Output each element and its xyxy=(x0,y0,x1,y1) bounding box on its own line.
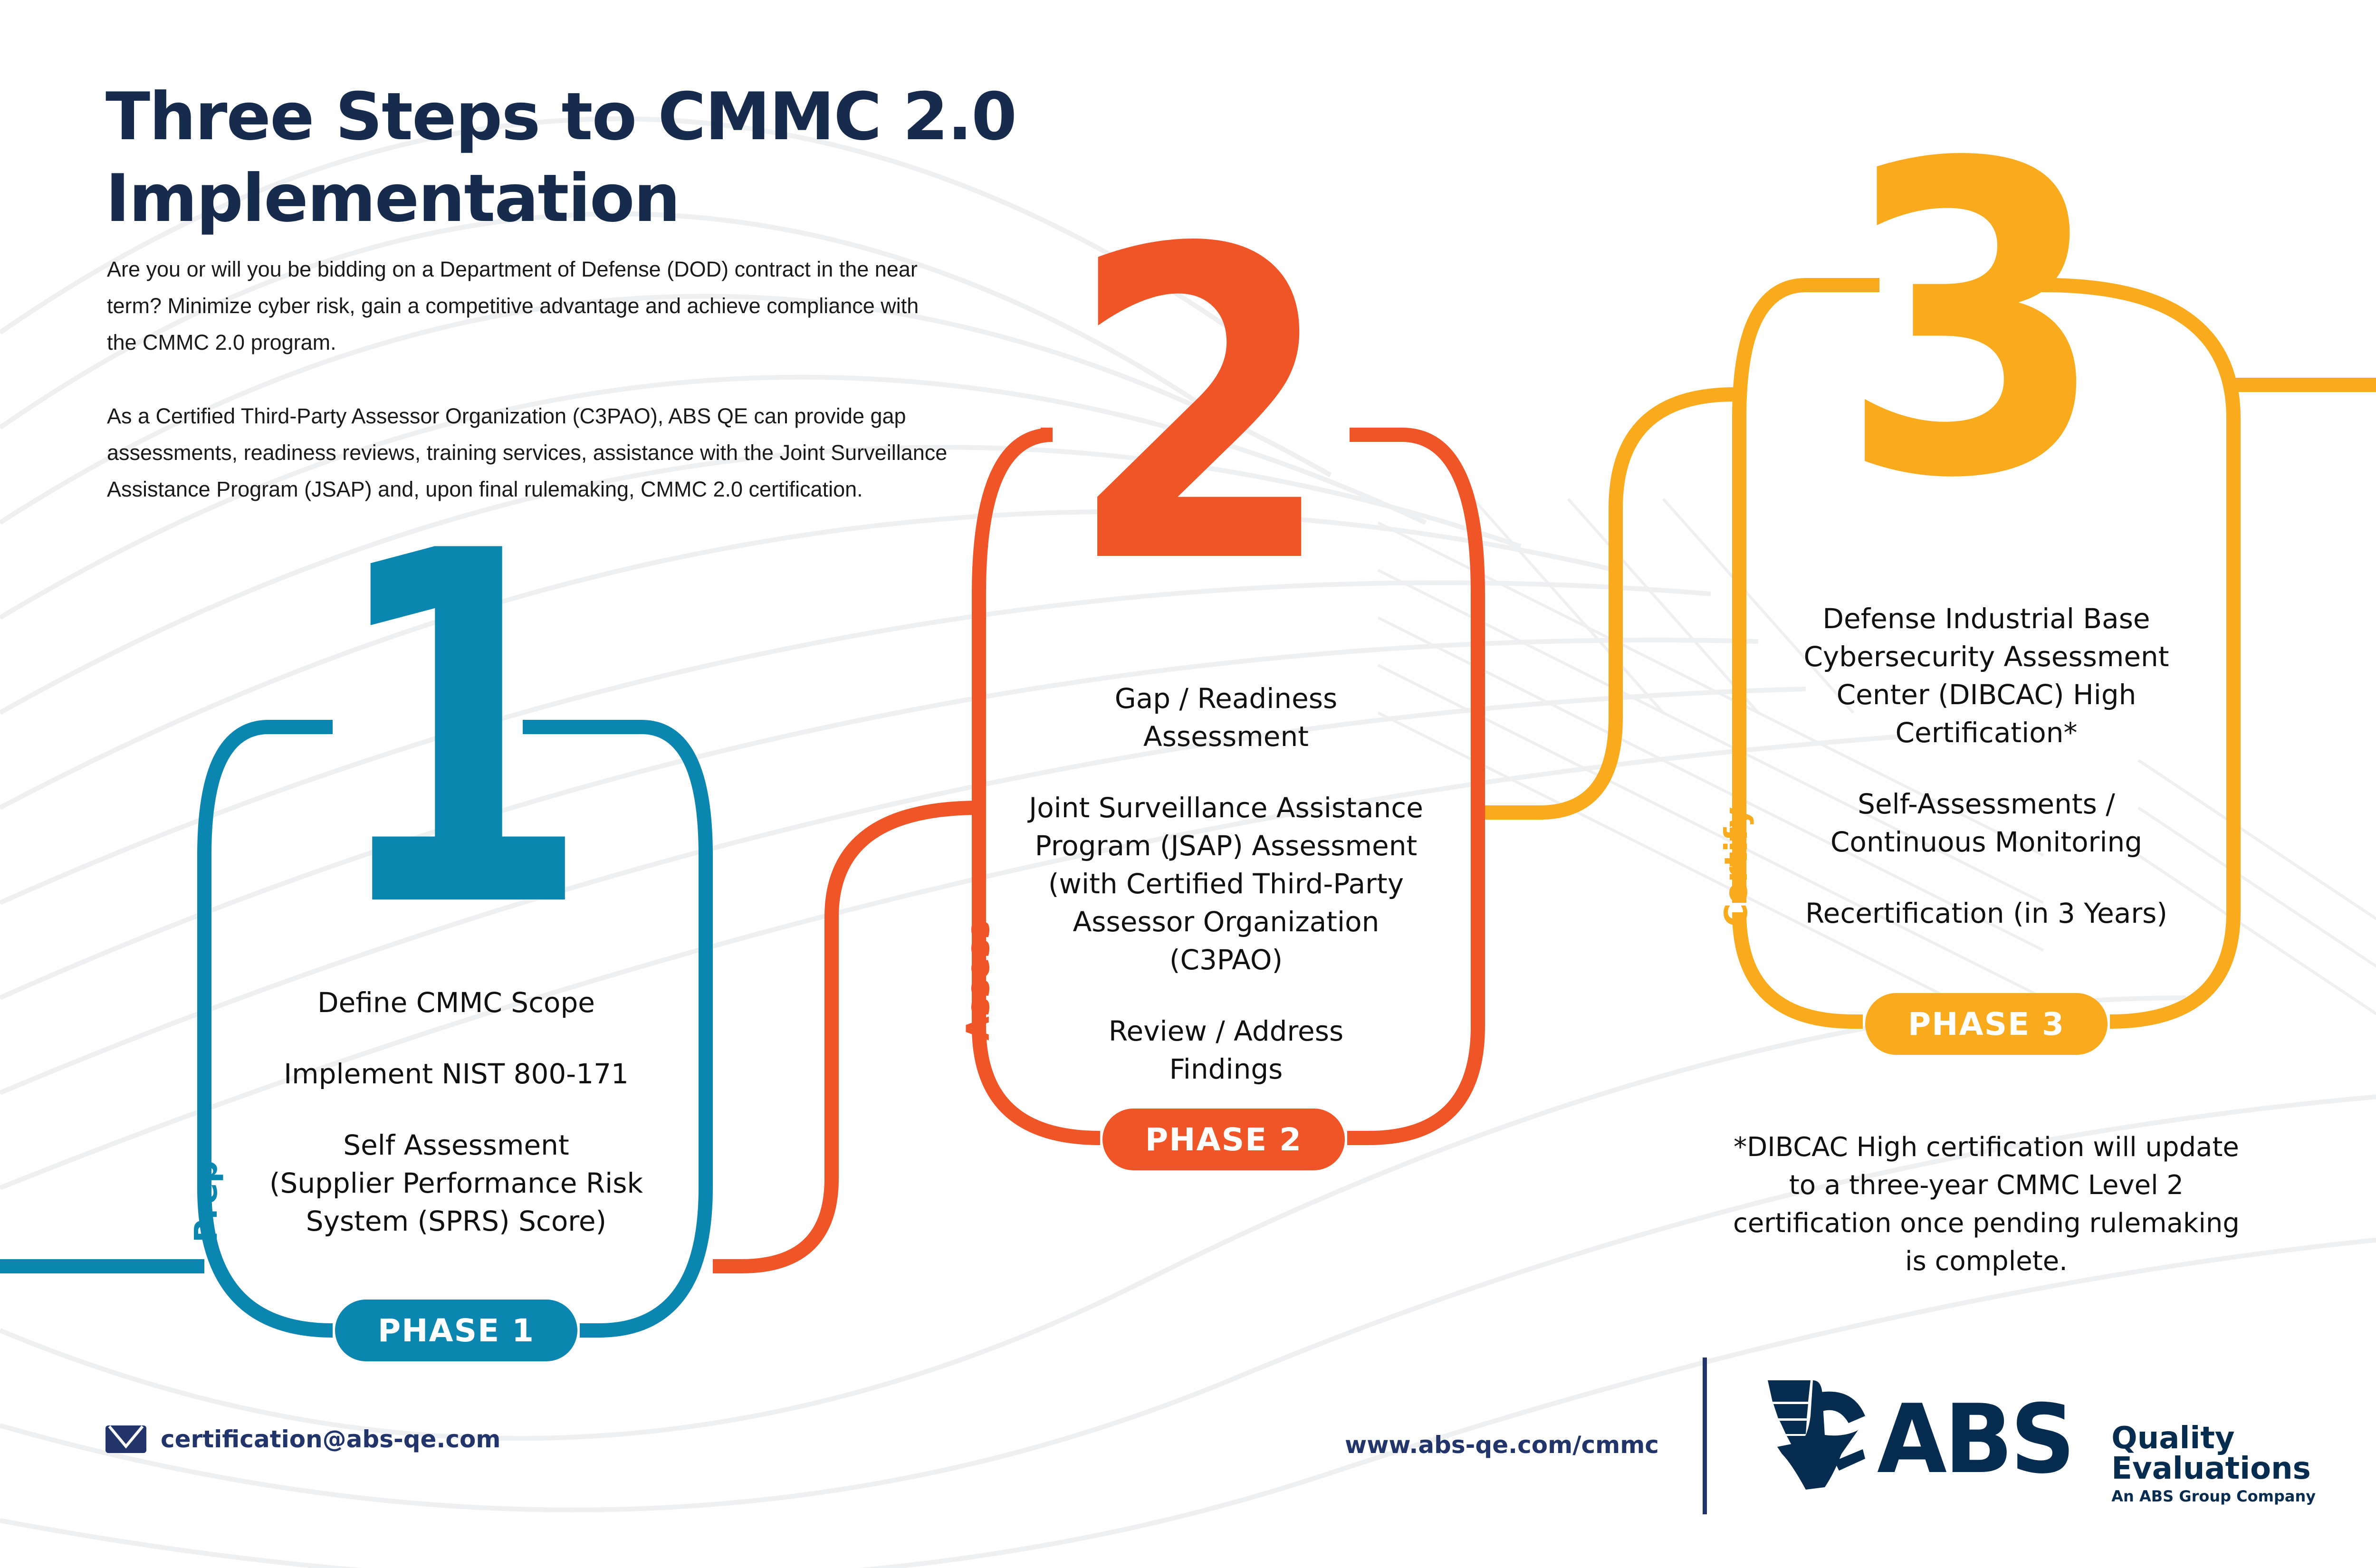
phase-2-item: Review / Address Findings xyxy=(1108,1015,1344,1085)
phase-1-items: Define CMMC Scope Implement NIST 800-171… xyxy=(238,984,675,1273)
phase-2-stage-label: Assess xyxy=(960,920,996,1041)
envelope-icon xyxy=(105,1425,146,1453)
phase-1-stage-label: Prep xyxy=(188,1160,224,1243)
phase-3-outline xyxy=(1732,278,2241,1029)
intro-text: Are you or will you be bidding on a Depa… xyxy=(107,251,953,545)
phase-1-item: Define CMMC Scope xyxy=(317,986,595,1019)
phase-2-badge: PHASE 2 xyxy=(1102,1109,1345,1170)
phase-3-item: Defense Industrial Base Cybersecurity As… xyxy=(1803,602,2169,749)
step-number-3: 3 xyxy=(1839,74,2107,572)
intro-paragraph-2: As a Certified Third-Party Assessor Orga… xyxy=(107,404,948,501)
logo-line-quality: Quality xyxy=(2111,1421,2235,1456)
phase-2-item: Joint Surveillance Assistance Program (J… xyxy=(1029,792,1423,976)
phase-3-stage-label: Certify xyxy=(1718,807,1754,927)
email-contact[interactable]: certification@abs-qe.com xyxy=(105,1425,501,1453)
website-link[interactable]: www.abs-qe.com/cmmc xyxy=(1345,1431,1659,1459)
phase-2-item: Gap / Readiness Assessment xyxy=(1114,682,1338,753)
abs-qe-logo: ABS Quality Evaluations An ABS Group Com… xyxy=(1763,1378,2316,1507)
phase-1-item: Self Assessment (Supplier Performance Ri… xyxy=(269,1129,643,1237)
logo-text: Quality Evaluations An ABS Group Company xyxy=(2111,1423,2316,1507)
logo-tagline: An ABS Group Company xyxy=(2111,1487,2316,1505)
phase-3-item: Recertification (in 3 Years) xyxy=(1805,897,2168,929)
eagle-icon xyxy=(1768,1380,1865,1490)
logo-line-evaluations: Evaluations xyxy=(2111,1451,2311,1486)
phase-1-item: Implement NIST 800-171 xyxy=(284,1058,629,1090)
step-number-1: 1 xyxy=(328,449,591,1014)
page-title: Three Steps to CMMC 2.0 Implementation xyxy=(105,78,1017,237)
connector-2-3 xyxy=(1485,387,1735,820)
footnote: *DIBCAC High certification will update t… xyxy=(1733,1132,2240,1277)
phase-1-badge: PHASE 1 xyxy=(335,1300,577,1361)
footer-divider xyxy=(1703,1358,1707,1514)
intro-paragraph-1: Are you or will you be bidding on a Depa… xyxy=(107,257,919,354)
phase-2-outline xyxy=(972,428,1485,1145)
phase-3-badge: PHASE 3 xyxy=(1865,993,2108,1055)
step-number-2: 2 xyxy=(1067,160,1335,657)
phase-3-item: Self-Assessments / Continuous Monitoring xyxy=(1830,788,2143,858)
phase-3-items: Defense Industrial Base Cybersecurity As… xyxy=(1749,600,2224,966)
email-link[interactable]: certification@abs-qe.com xyxy=(161,1425,501,1453)
phase-2-items: Gap / Readiness Assessment Joint Surveil… xyxy=(993,679,1459,1121)
connector-1-2 xyxy=(713,801,979,1273)
logo-abs-wordmark: ABS xyxy=(1877,1384,2075,1495)
phase-1-outline xyxy=(197,720,713,1338)
